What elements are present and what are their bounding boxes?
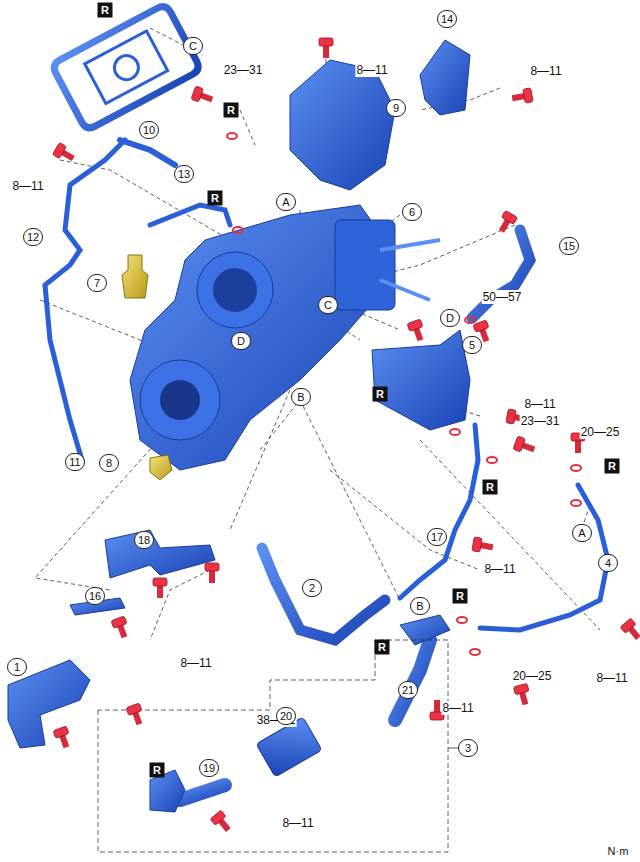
callout-number: 16 (85, 587, 105, 605)
reference-letter: C (183, 37, 203, 55)
torque-value: 20—25 (512, 669, 553, 683)
torque-value: 8—11 (529, 64, 562, 78)
replace-mark: R (605, 459, 620, 474)
bracket (105, 530, 215, 578)
callout-number: 19 (199, 759, 219, 777)
heat-shield (290, 60, 395, 190)
torque-value: 8—11 (523, 397, 556, 411)
group-outline (98, 640, 448, 852)
callout-number: 20 (276, 707, 296, 725)
reference-letter: D (231, 332, 251, 350)
callout-number: 3 (458, 739, 478, 757)
bracket (420, 40, 470, 115)
reference-letter: B (410, 597, 430, 615)
callout-number: 7 (87, 274, 107, 292)
replace-mark: R (208, 191, 223, 206)
reference-letter: A (276, 193, 296, 211)
turbocharger (130, 205, 440, 470)
replace-mark: R (150, 763, 165, 778)
bolts (52, 38, 640, 834)
callout-number: 17 (427, 528, 447, 546)
replace-mark: R (453, 589, 468, 604)
torque-value: 8—11 (595, 671, 628, 685)
callout-number: 9 (386, 99, 406, 117)
callout-number: 4 (598, 554, 618, 572)
reference-letter: D (440, 309, 460, 327)
callout-number: 11 (65, 453, 85, 471)
torque-value: 50—57 (482, 290, 523, 304)
sensor (122, 255, 148, 298)
torque-value: 8—11 (355, 63, 388, 77)
callout-number: 12 (23, 228, 43, 246)
callout-number: 15 (559, 237, 579, 255)
leader-lines (35, 28, 600, 640)
replace-mark: R (224, 103, 239, 118)
callout-number: 6 (402, 203, 422, 221)
gasket (51, 4, 201, 131)
torque-value: 8—11 (11, 179, 44, 193)
torque-value: 20—25 (580, 425, 621, 439)
flange (400, 615, 450, 645)
callout-number: 10 (139, 121, 159, 139)
torque-value: 8—11 (441, 701, 474, 715)
callout-number: 21 (398, 681, 418, 699)
gaskets-rings (227, 133, 581, 655)
replace-mark: R (98, 2, 113, 17)
sensor (150, 455, 172, 480)
unit-label: N·m (608, 844, 629, 858)
callout-number: 13 (174, 165, 194, 183)
callout-number: 18 (134, 531, 154, 549)
torque-value: 8—11 (179, 656, 212, 670)
insulator (372, 330, 470, 430)
replace-mark: R (373, 387, 388, 402)
callout-number: 8 (99, 454, 119, 472)
callout-number: 14 (437, 10, 457, 28)
torque-value: 8—11 (281, 816, 314, 830)
leader-line (448, 748, 458, 749)
torque-value: 8—11 (483, 562, 516, 576)
reference-letter: B (291, 388, 311, 406)
pipes (45, 140, 608, 800)
reference-letter: A (572, 524, 592, 542)
torque-value: 23—31 (520, 414, 561, 428)
torque-value: 23—31 (223, 63, 264, 77)
replace-mark: R (483, 480, 498, 495)
replace-mark: R (375, 640, 390, 655)
callout-number: 1 (7, 658, 27, 676)
reference-letter: C (318, 296, 338, 314)
callout-number: 5 (462, 336, 482, 354)
callout-number: 2 (302, 579, 322, 597)
